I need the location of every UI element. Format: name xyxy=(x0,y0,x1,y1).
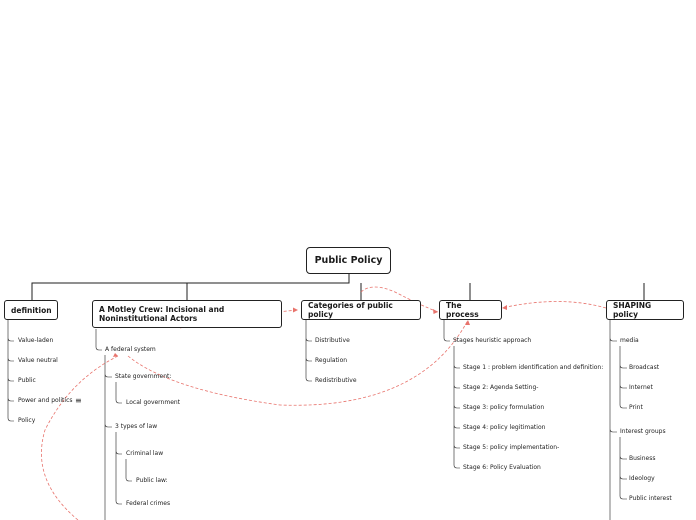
topic-media[interactable]: media xyxy=(620,337,639,344)
topic-stage-5[interactable]: Stage 5: policy implementation- xyxy=(463,444,560,451)
topic-criminal-law[interactable]: Criminal law xyxy=(126,450,164,457)
state-tree xyxy=(115,382,122,404)
interest-tree xyxy=(619,437,627,500)
relation-arrowhead xyxy=(113,353,118,357)
topic-federal-system[interactable]: A federal system xyxy=(105,346,156,353)
topic-types-of-law[interactable]: 3 types of law xyxy=(115,423,158,430)
federal-tree xyxy=(104,355,112,520)
topic-stage-6[interactable]: Stage 6: Policy Evaluation xyxy=(463,464,541,471)
topic-stage-3[interactable]: Stage 3: policy formulation xyxy=(463,404,545,411)
categories-tree xyxy=(305,320,312,382)
media-tree xyxy=(619,346,627,409)
topic-stage-4[interactable]: Stage 4: policy legitimation xyxy=(463,424,546,431)
relation-root-process xyxy=(360,286,439,313)
topic-value-neutral[interactable]: Value neutral xyxy=(18,357,58,364)
criminal-tree xyxy=(125,459,132,482)
law-tree xyxy=(115,432,122,505)
shaping-tree xyxy=(609,320,617,520)
topic-power-and-politics[interactable]: Power and politics xyxy=(18,397,73,404)
topic-ideology[interactable]: Ideology xyxy=(629,475,655,482)
relation-bottom-federal xyxy=(41,355,119,520)
topic-stage-2[interactable]: Stage 2: Agenda Setting- xyxy=(463,384,539,391)
topic-interest-groups[interactable]: Interest groups xyxy=(620,428,666,435)
root-connector xyxy=(31,274,645,300)
topic-business[interactable]: Business xyxy=(629,455,656,462)
stages-tree xyxy=(453,346,460,469)
definition-tree xyxy=(7,320,14,422)
relation-shaping-process xyxy=(501,301,607,309)
topic-public-law[interactable]: Public law: xyxy=(136,477,168,484)
topic-public[interactable]: Public xyxy=(18,377,36,384)
topic-redistributive[interactable]: Redistributive xyxy=(315,377,357,384)
relation-arrowhead xyxy=(502,305,507,310)
topic-federal-crimes[interactable]: Federal crimes xyxy=(126,500,171,507)
topic-internet[interactable]: Internet xyxy=(629,384,653,391)
branch-shaping[interactable]: SHAPING policy xyxy=(606,300,684,320)
process-tree xyxy=(443,320,450,342)
actors-tree xyxy=(95,329,102,351)
topic-value-laden[interactable]: Value-laden xyxy=(18,337,54,344)
topic-stage-1[interactable]: Stage 1 : problem identification and def… xyxy=(463,364,604,371)
relation-arrowhead xyxy=(465,320,470,325)
topic-policy[interactable]: Policy xyxy=(18,417,36,424)
relation-arrowhead xyxy=(293,307,298,313)
topic-state-government[interactable]: State government: xyxy=(115,373,172,380)
topic-local-government[interactable]: Local government xyxy=(126,399,181,406)
topic-print[interactable]: Print xyxy=(629,404,643,411)
topic-stages-heuristic[interactable]: Stages heuristic approach xyxy=(453,337,532,344)
branch-actors[interactable]: A Motley Crew: Incisional and Noninstitu… xyxy=(92,300,282,328)
note-icon[interactable]: ≡ xyxy=(75,396,82,405)
branch-definition[interactable]: definition xyxy=(4,300,58,320)
relation-arrowhead xyxy=(433,309,438,314)
topic-regulation[interactable]: Regulation xyxy=(315,357,348,364)
topic-broadcast[interactable]: Broadcast xyxy=(629,364,660,371)
topic-distributive[interactable]: Distributive xyxy=(315,337,350,344)
branch-process[interactable]: The process xyxy=(439,300,502,320)
relation-federal-stages xyxy=(127,319,469,406)
topic-public-interest[interactable]: Public interest xyxy=(629,495,672,502)
branch-categories[interactable]: Categories of public policy xyxy=(301,300,421,320)
root-topic[interactable]: Public Policy xyxy=(306,247,391,274)
